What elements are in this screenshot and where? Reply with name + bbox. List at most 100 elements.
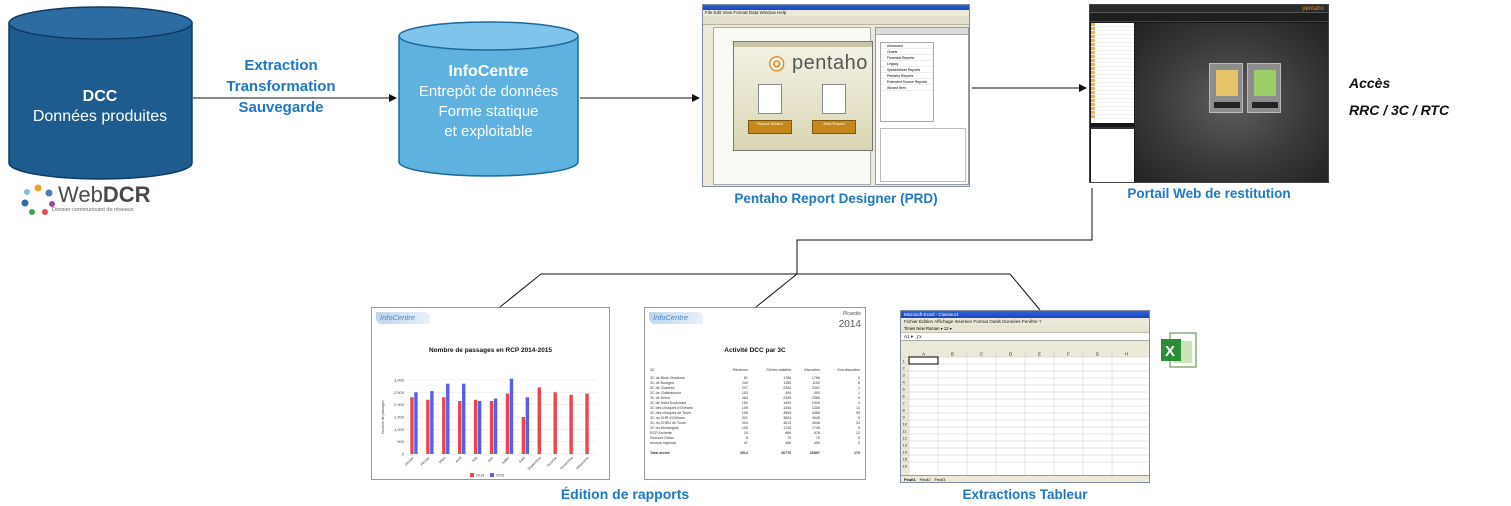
bar-2015: [477, 400, 482, 454]
table-cell: 9: [858, 416, 860, 420]
y-tick-label: 0: [402, 452, 405, 457]
portal-tree-row: [1091, 115, 1134, 119]
excel-row-number: 11: [903, 429, 908, 434]
report-region: Picardie: [842, 311, 861, 317]
report-year: 2014: [838, 319, 861, 330]
table-cell: 70: [815, 436, 820, 440]
table-cell: 2514: [739, 451, 748, 455]
excel-toolbar: Times New Roman ▾ 12 ▾: [901, 325, 1149, 333]
portal-tree-row: [1091, 51, 1134, 55]
table-cell: RCP Archette: [650, 431, 672, 435]
svg-text:X: X: [1165, 343, 1175, 360]
prd-sample-item: Pentaho Reports: [881, 73, 933, 79]
table-header: Non discutées: [837, 368, 860, 372]
excel-row-number: 6: [903, 394, 906, 399]
bar-2014: [585, 393, 589, 454]
excel-row-number: 15: [903, 457, 908, 462]
table-cell: 3C du CHRU de Tours: [650, 421, 686, 425]
table-cell: 4485: [811, 411, 820, 415]
x-tick-label: Décembre: [575, 456, 590, 471]
x-tick-label: Avril: [455, 456, 463, 464]
portal-analysis-card: [1247, 63, 1281, 113]
table-cell: 450: [785, 441, 792, 445]
portal-tree-row: [1091, 95, 1134, 99]
bar-2014: [521, 417, 526, 454]
table-cell: 0: [858, 376, 860, 380]
infocentre-logo: InfoCentre: [376, 312, 430, 324]
excel-sheet-tab: Feuil2: [919, 477, 931, 482]
bar-2015: [493, 398, 498, 454]
prd-sample-item: Financial Reports: [881, 55, 933, 61]
table-cell: 1745: [783, 426, 792, 430]
prd-caption: Pentaho Report Designer (PRD): [734, 191, 938, 206]
table-cell: 3C du Montargois: [650, 426, 679, 430]
table-cell: 1930: [783, 401, 792, 405]
portal-tree-row: [1091, 111, 1134, 115]
table-cell: 105: [741, 426, 748, 430]
y-tick-label: 3,000: [394, 378, 405, 383]
table-cell: Total année: [650, 451, 670, 455]
infocentre-line2: Forme statique: [438, 103, 539, 120]
branch-to-excel: [1009, 273, 1041, 311]
portal-tree-row: [1091, 103, 1134, 107]
infocentre-cylinder: InfoCentre Entrepôt de données Forme sta…: [398, 20, 579, 178]
table-cell: 2302: [783, 386, 792, 390]
excel-column-label: D: [1009, 352, 1013, 357]
excel-row-number: 13: [903, 443, 908, 448]
etl-extraction: Extraction: [244, 57, 318, 74]
table-header: Réunions: [732, 368, 748, 372]
bar-2015: [525, 397, 530, 454]
table-cell: 70: [787, 436, 792, 440]
bar-2014: [553, 392, 557, 454]
table-cell: 678: [813, 431, 820, 435]
prd-sample-item: Wizard Item: [881, 85, 933, 91]
table-cell: 304: [741, 421, 748, 425]
table-cell: 450: [813, 441, 820, 445]
table-cell: 1: [858, 391, 860, 395]
bar-2015: [414, 392, 418, 454]
bar-2015: [430, 391, 434, 454]
bar-2014: [458, 400, 462, 454]
dcc-subtitle: Données produites: [32, 108, 168, 125]
legend-swatch: [490, 473, 494, 477]
table-cell: 8: [745, 436, 748, 440]
bar-2014: [426, 399, 430, 454]
excel-row-number: 2: [903, 366, 906, 371]
excel-screenshot: Microsoft Excel - Classeur1 Fichier Édit…: [900, 310, 1150, 483]
webdcr-logo: WebDCR Dossier communicant de réseaux: [18, 180, 178, 220]
prd-screenshot: File Edit View Format Data Window Help ◎…: [702, 4, 970, 187]
webdcr-dots-icon: [21, 184, 55, 215]
legend-label: 2014: [476, 473, 486, 478]
prd-sample-item: Extended Source Reports: [881, 79, 933, 85]
table-header: Discutées: [804, 368, 820, 372]
x-tick-label: Mars: [438, 456, 447, 465]
excel-sheet-tab: Feuil1: [904, 477, 916, 482]
portal-report-card: [1209, 63, 1243, 113]
table-cell: 33: [856, 421, 860, 425]
excel-column-label: H: [1125, 352, 1128, 357]
y-tick-label: 500: [397, 439, 404, 444]
table-header: Fiches validées: [766, 368, 792, 372]
new-report-button: New Report: [812, 120, 856, 134]
chart-title: Nombre de passages en RCP 2014-2015: [428, 347, 553, 354]
portal-tree-row: [1091, 31, 1134, 35]
prd-sample-item: Spreadsheet Reports: [881, 67, 933, 73]
bar-2014: [505, 393, 510, 454]
table-cell: 1930: [811, 401, 820, 405]
portal-pentaho-logo: pentaho: [1302, 6, 1324, 12]
table-cell: 6: [858, 381, 860, 385]
table-cell: 3654: [783, 416, 792, 420]
etl-transformation: Transformation: [226, 78, 336, 95]
x-tick-label: Juillet: [501, 456, 510, 465]
x-tick-label: Février: [420, 455, 431, 466]
